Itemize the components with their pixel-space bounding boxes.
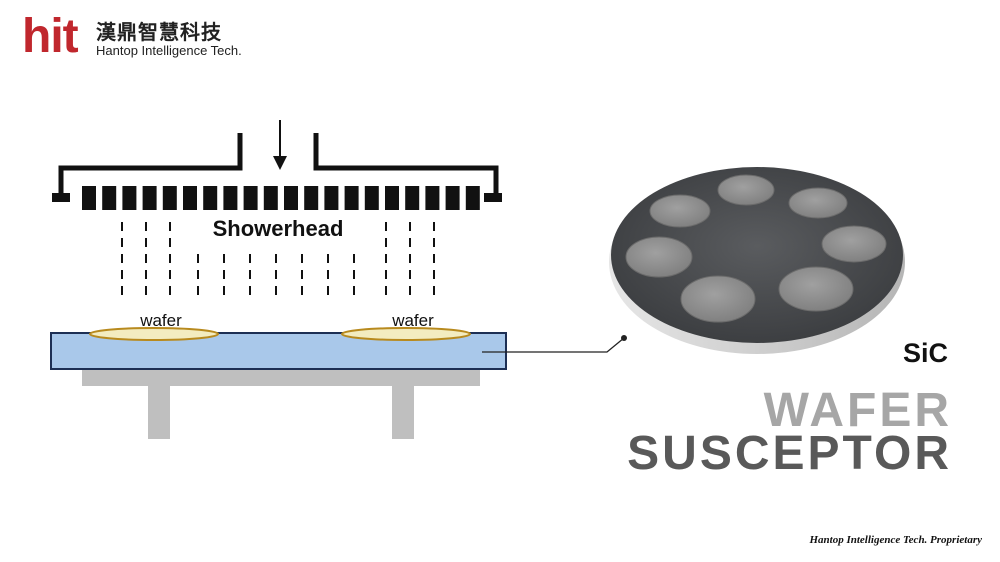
showerhead-frame-right <box>313 133 499 197</box>
wafer-left <box>89 327 219 341</box>
wafer-pocket <box>625 236 693 278</box>
connector-line <box>482 337 625 353</box>
wafer-pocket <box>778 266 854 312</box>
wafer-label-left: wafer <box>139 311 182 330</box>
company-name-en: Hantop Intelligence Tech. <box>96 43 242 58</box>
wafer-pocket <box>821 225 887 263</box>
showerhead-hole <box>465 186 480 210</box>
showerhead-hole <box>364 186 379 210</box>
showerhead-hole <box>142 186 157 210</box>
wafer-pocket <box>788 187 848 219</box>
showerhead-hole <box>223 186 238 210</box>
showerhead-hole <box>102 186 117 210</box>
gas-flow-lines <box>121 222 435 302</box>
showerhead-hole <box>344 186 359 210</box>
showerhead-hole <box>385 186 399 210</box>
showerhead-hole <box>263 186 278 210</box>
stand-leg-right <box>392 386 414 439</box>
connector-dot <box>621 335 627 341</box>
showerhead-label: Showerhead <box>213 216 344 241</box>
wafer-right <box>341 327 471 341</box>
showerhead-hole <box>82 186 96 210</box>
showerhead-hole <box>162 186 177 210</box>
stand-leg-left <box>148 386 170 439</box>
material-label: SiC <box>902 338 948 368</box>
showerhead-hole <box>405 186 420 210</box>
showerhead-plate <box>82 186 480 210</box>
wafer-label-right: wafer <box>391 311 434 330</box>
wafer-pocket <box>717 174 775 206</box>
showerhead-hole <box>284 186 298 210</box>
susceptor-disk-icon <box>609 167 905 354</box>
product-title-line1: WAFER <box>763 384 952 437</box>
logo-mark: hit <box>22 10 79 63</box>
product-title-line2: SUSCEPTOR <box>627 427 952 480</box>
flow-arrow-icon <box>273 120 287 170</box>
showerhead-hole <box>425 186 440 210</box>
company-name-cn: 漢鼎智慧科技 <box>96 20 222 44</box>
showerhead-hole <box>203 186 218 210</box>
stand-top <box>82 370 480 386</box>
showerhead-hole <box>243 186 258 210</box>
wafer-pocket <box>649 194 711 228</box>
showerhead-hole <box>122 186 137 210</box>
wafer-pocket <box>680 275 756 323</box>
showerhead-frame <box>58 133 243 197</box>
showerhead-hole <box>445 186 460 210</box>
showerhead-hole <box>304 186 319 210</box>
showerhead-hole <box>324 186 339 210</box>
showerhead-hole <box>183 186 197 210</box>
proprietary-notice: Hantop Intelligence Tech. Proprietary <box>809 534 982 546</box>
